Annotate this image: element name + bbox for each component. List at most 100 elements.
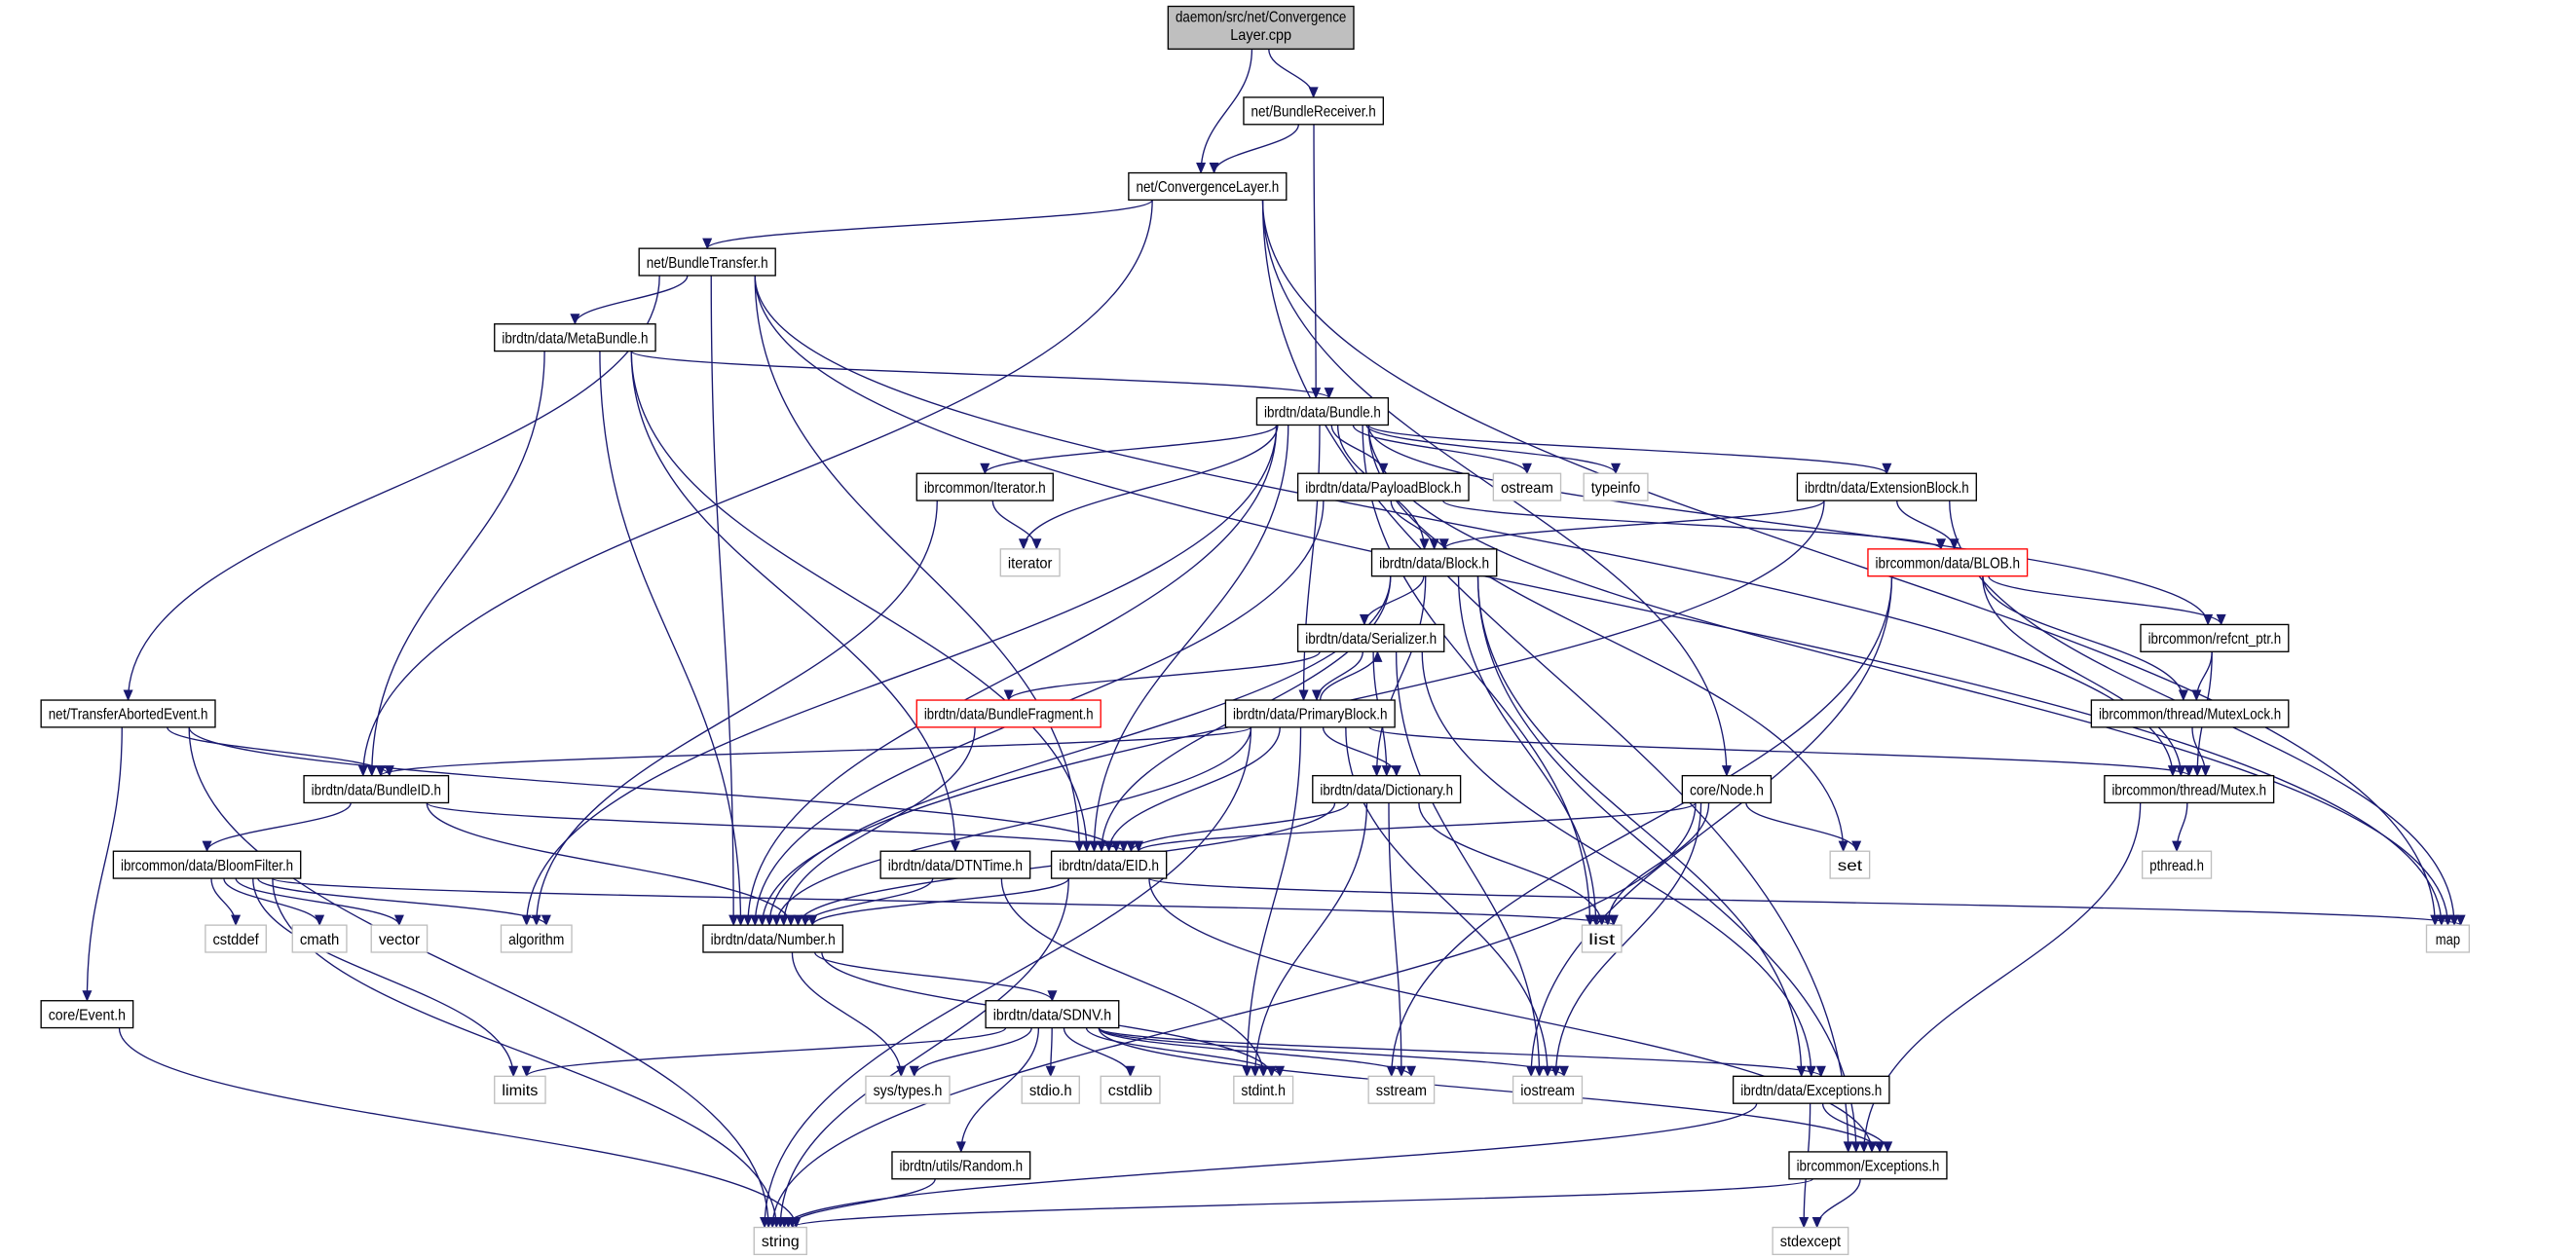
edge-bundle-to-list [1362, 425, 1591, 926]
arrowhead-icon [728, 914, 739, 927]
node-label: ibrdtn/data/Serializer.h [1305, 630, 1437, 648]
edge-cpp-to-recv [1268, 49, 1315, 98]
arrowhead-icon [1608, 914, 1619, 927]
graph-node-dexc[interactable]: ibrdtn/data/Exceptions.h [1732, 1075, 1890, 1104]
node-label: cstddef [212, 931, 259, 948]
graph-node-bundle[interactable]: ibrdtn/data/Bundle.h [1255, 396, 1390, 426]
graph-node-node[interactable]: core/Node.h [1681, 774, 1773, 804]
graph-node-list: list [1581, 924, 1623, 953]
node-box [1243, 96, 1385, 126]
node-label: set [1838, 857, 1863, 874]
arrowhead-icon [231, 914, 242, 927]
graph-node-refcnt[interactable]: ibrcommon/refcnt_ptr.h [2140, 623, 2290, 652]
arrowhead-icon [2443, 914, 2453, 927]
graph-node-ext[interactable]: ibrdtn/data/ExtensionBlock.h [1796, 472, 1977, 501]
graph-node-mlock[interactable]: ibrcommon/thread/MutexLock.h [2090, 699, 2290, 728]
edge-bundle-to-number [747, 425, 1278, 926]
edge-mutex-to-iexc [1863, 802, 2142, 1152]
node-label: list [1588, 931, 1616, 948]
node-box [891, 1151, 1031, 1180]
graph-node-dict[interactable]: ibrdtn/data/Dictionary.h [1312, 774, 1462, 804]
edge-sdnv-to-sstream [1098, 1027, 1412, 1077]
arrowhead-icon [1097, 840, 1107, 853]
graph-node-cpp[interactable]: daemon/src/net/ConvergenceLayer.cpp [1167, 5, 1355, 51]
edge-node-to-list [1607, 802, 1710, 926]
arrowhead-icon [1935, 538, 1947, 550]
graph-node-eid[interactable]: ibrdtn/data/EID.h [1050, 850, 1168, 879]
graph-node-random[interactable]: ibrdtn/utils/Random.h [891, 1151, 1031, 1180]
node-box [879, 850, 1031, 879]
graph-node-bloom[interactable]: ibrcommon/data/BloomFilter.h [112, 850, 302, 879]
graph-node-tae[interactable]: net/TransferAbortedEvent.h [40, 699, 216, 728]
graph-node-payload[interactable]: ibrdtn/data/PayloadBlock.h [1296, 472, 1470, 501]
arrowhead-icon [771, 914, 782, 927]
graph-node-block[interactable]: ibrdtn/data/Block.h [1370, 548, 1498, 577]
node-label: Layer.cpp [1230, 26, 1291, 44]
edge-sdnv-to-iexc [1098, 1027, 1881, 1153]
graph-node-cl[interactable]: net/ConvergenceLayer.h [1128, 171, 1288, 202]
graph-node-sdnv[interactable]: ibrdtn/data/SDNV.h [985, 1000, 1120, 1029]
graph-node-frag[interactable]: ibrdtn/data/BundleFragment.h [915, 699, 1101, 728]
graph-node-stdio: stdio.h [1021, 1075, 1080, 1104]
arrowhead-icon [1133, 840, 1144, 853]
graph-node-event[interactable]: core/Event.h [40, 1000, 134, 1029]
graph-node-iterh[interactable]: ibrcommon/Iterator.h [915, 472, 1054, 501]
node-box [112, 850, 302, 879]
node-box [1796, 472, 1977, 501]
node-label: ibrdtn/data/MetaBundle.h [502, 329, 648, 347]
arrowhead-icon [1815, 1065, 1826, 1078]
node-box [1788, 1151, 1948, 1180]
node-box [999, 548, 1061, 577]
arrowhead-icon [570, 314, 580, 325]
node-label: daemon/src/net/Convergence [1176, 9, 1347, 26]
graph-node-cstdlib: cstdlib [1100, 1075, 1161, 1104]
node-label: ibrdtn/data/DTNTime.h [888, 857, 1023, 874]
arrowhead-icon [1074, 840, 1085, 853]
node-label: ibrcommon/thread/MutexLock.h [2099, 706, 2281, 723]
edge-ext-to-blob [1896, 500, 1956, 549]
arrowhead-icon [807, 914, 818, 927]
graph-node-ser[interactable]: ibrdtn/data/Serializer.h [1296, 623, 1445, 652]
edge-number-to-sdnv [814, 951, 1054, 1002]
edge-eid-to-number [811, 877, 1069, 926]
node-box [291, 924, 348, 953]
graph-node-mutex[interactable]: ibrcommon/thread/Mutex.h [2104, 774, 2275, 804]
node-box [40, 699, 216, 728]
edge-bid-to-eid [426, 801, 1125, 852]
edges-layer [82, 49, 2466, 1229]
graph-node-recv[interactable]: net/BundleReceiver.h [1243, 96, 1385, 126]
arrowhead-icon [1799, 1216, 1810, 1229]
edge-meta-to-bid [371, 351, 545, 776]
arrowhead-icon [508, 1065, 519, 1078]
node-box [205, 924, 267, 953]
node-label: typeinfo [1591, 479, 1641, 497]
edge-block-to-ser [1363, 575, 1425, 625]
arrowhead-icon [793, 914, 803, 927]
graph-node-number[interactable]: ibrdtn/data/Number.h [702, 924, 844, 953]
edge-iterh-to-iterator [991, 500, 1038, 549]
graph-node-bid[interactable]: ibrdtn/data/BundleID.h [303, 774, 450, 804]
edge-ser-to-frag [1008, 650, 1321, 701]
arrowhead-icon [366, 765, 377, 777]
graph-node-dtn[interactable]: ibrdtn/data/DTNTime.h [879, 850, 1031, 879]
graph-node-meta[interactable]: ibrdtn/data/MetaBundle.h [494, 323, 656, 352]
arrowhead-icon [1045, 1065, 1056, 1078]
arrowhead-icon [1209, 163, 1219, 174]
node-box [40, 1000, 134, 1029]
arrowhead-icon [1875, 1141, 1885, 1153]
graph-node-bt[interactable]: net/BundleTransfer.h [638, 247, 776, 277]
edge-iexc-to-stdexcept [1815, 1178, 1861, 1228]
arrowhead-icon [764, 914, 775, 927]
arrowhead-icon [1324, 388, 1334, 399]
graph-node-pthread: pthread.h [2141, 850, 2213, 879]
graph-node-blob[interactable]: ibrcommon/data/BLOB.h [1867, 548, 2029, 577]
graph-node-prim[interactable]: ibrdtn/data/PrimaryBlock.h [1224, 699, 1396, 728]
arrowhead-icon [955, 1141, 966, 1153]
arrowhead-icon [1386, 1065, 1397, 1078]
node-box [1296, 623, 1445, 652]
node-label: ibrdtn/data/ExtensionBlock.h [1805, 479, 1969, 497]
node-label: stdint.h [1241, 1082, 1286, 1099]
graph-node-iexc[interactable]: ibrcommon/Exceptions.h [1788, 1151, 1948, 1180]
graph-node-set: set [1829, 850, 1871, 879]
node-box [1367, 1075, 1436, 1104]
